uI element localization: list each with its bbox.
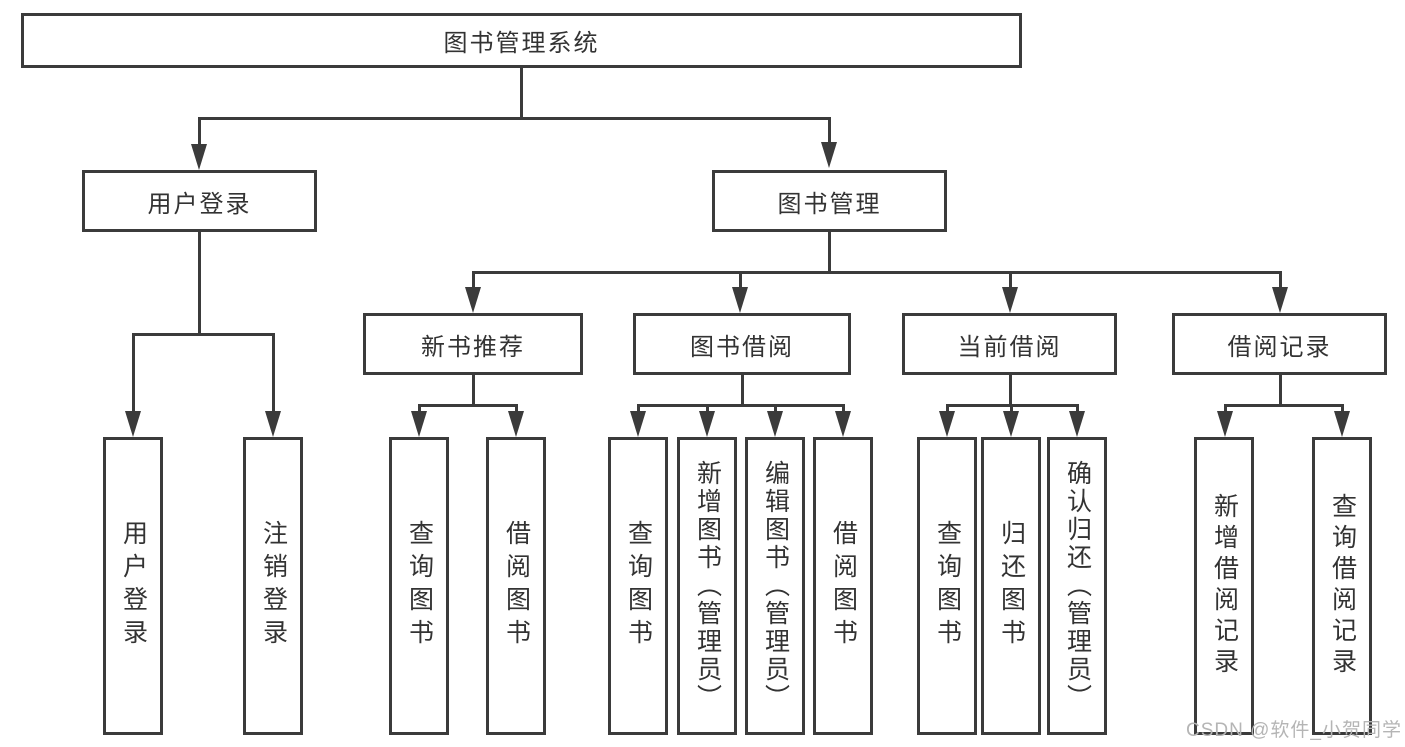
arrow-down-icon — [939, 411, 955, 437]
arrow-down-icon — [1069, 411, 1085, 437]
connector-new-book-rec-rail — [418, 404, 518, 407]
arrow-down-icon — [732, 287, 748, 313]
leaf-query-books: 查询图书 — [608, 437, 668, 735]
arrow-down-icon — [699, 411, 715, 437]
arrow-down-icon — [1003, 411, 1019, 437]
connector-drop-book-mgmt — [828, 117, 831, 144]
arrow-down-icon — [821, 142, 837, 168]
connector-drop-borrow-records — [1279, 271, 1282, 292]
node-current-borrowing: 当前借阅 — [902, 313, 1117, 375]
arrow-down-icon — [630, 411, 646, 437]
arrow-down-icon — [125, 411, 141, 437]
connector-drop-user-login — [198, 117, 201, 148]
connector-drop-book-borrow — [739, 271, 742, 292]
arrow-down-icon — [767, 411, 783, 437]
node-book-management-branch: 图书管理 — [712, 170, 947, 232]
arrow-down-icon — [835, 411, 851, 437]
arrow-down-icon — [1334, 411, 1350, 437]
connector-drop-leaf-user-login — [132, 333, 135, 416]
connector-level2-rail — [198, 117, 831, 120]
node-user-login-branch: 用户登录 — [82, 170, 317, 232]
leaf-borrow-books: 借阅图书 — [486, 437, 546, 735]
connector-user-login-rail — [132, 333, 275, 336]
connector-root-stub — [520, 66, 523, 120]
leaf-logout: 注销登录 — [243, 437, 303, 735]
leaf-query-books: 查询图书 — [389, 437, 449, 735]
connector-current-borrow-stub — [1009, 373, 1012, 407]
connector-borrow-records-rail — [1224, 404, 1344, 407]
csdn-watermark: CSDN @软件_小贺同学 — [1186, 720, 1402, 741]
leaf-query-books: 查询图书 — [917, 437, 977, 735]
arrow-down-icon — [465, 287, 481, 313]
connector-drop-leaf-logout — [272, 333, 275, 416]
leaf-add-borrow-record: 新增借阅记录 — [1194, 437, 1254, 735]
arrow-down-icon — [1217, 411, 1233, 437]
connector-book-borrow-rail — [637, 404, 845, 407]
node-library-management-system: 图书管理系统 — [21, 13, 1022, 68]
arrow-down-icon — [1272, 287, 1288, 313]
connector-drop-new-book-rec — [472, 271, 475, 292]
connector-book-mgmt-stub — [828, 230, 831, 274]
node-book-borrowing: 图书借阅 — [633, 313, 851, 375]
connector-level3-rail — [472, 271, 1282, 274]
connector-drop-current-borrow — [1009, 271, 1012, 292]
arrow-down-icon — [508, 411, 524, 437]
node-borrowing-records: 借阅记录 — [1172, 313, 1387, 375]
leaf-borrow-books: 借阅图书 — [813, 437, 873, 735]
leaf-edit-books-admin: 编辑图书（管理员） — [745, 437, 805, 735]
node-new-book-recommendation: 新书推荐 — [363, 313, 583, 375]
arrow-down-icon — [191, 144, 207, 170]
leaf-return-books: 归还图书 — [981, 437, 1041, 735]
connector-borrow-records-stub — [1279, 373, 1282, 407]
leaf-confirm-return-admin: 确认归还（管理员） — [1047, 437, 1107, 735]
arrow-down-icon — [265, 411, 281, 437]
connector-new-book-rec-stub — [472, 373, 475, 407]
leaf-query-borrow-record: 查询借阅记录 — [1312, 437, 1372, 735]
leaf-add-books-admin: 新增图书（管理员） — [677, 437, 737, 735]
connector-user-login-stub — [198, 230, 201, 336]
arrow-down-icon — [1002, 287, 1018, 313]
leaf-user-login: 用户登录 — [103, 437, 163, 735]
arrow-down-icon — [411, 411, 427, 437]
connector-book-borrow-stub — [741, 373, 744, 407]
